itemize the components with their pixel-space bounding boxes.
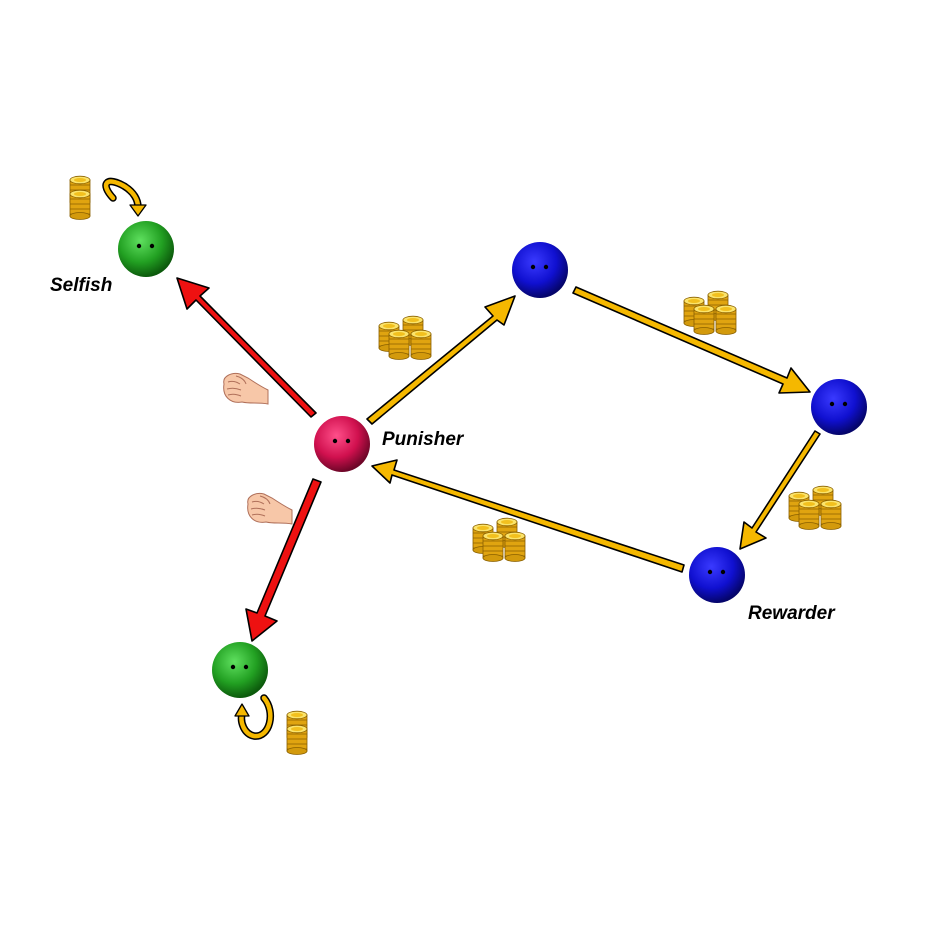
reward-arrow-rewarder-to-punisher xyxy=(371,459,685,573)
rewarder-label: Rewarder xyxy=(748,603,835,624)
coin-stack-icon xyxy=(286,710,308,755)
punisher-agent xyxy=(314,416,370,472)
coin-stack-icon xyxy=(379,316,431,359)
reward-arrow-blue1-to-blue2 xyxy=(572,286,811,394)
eye-icon xyxy=(149,243,155,249)
self-loop-arrow-icon xyxy=(234,694,275,740)
eye-icon xyxy=(720,569,726,575)
rewarder-agent xyxy=(689,547,745,603)
eye-icon xyxy=(543,264,549,270)
eye-icon xyxy=(243,664,249,670)
eye-icon xyxy=(842,401,848,407)
punish-arrow-to-selfish-bottom xyxy=(245,478,322,642)
selfish-agent-top xyxy=(118,221,174,277)
eye-icon xyxy=(230,664,236,670)
selfish-agent-bottom xyxy=(212,642,268,698)
eye-icon xyxy=(136,243,142,249)
eye-icon xyxy=(332,438,338,444)
eye-icon xyxy=(707,569,713,575)
fist-icon xyxy=(223,372,269,405)
cooperator-agent-right xyxy=(811,379,867,435)
reward-arrow-blue2-to-rewarder xyxy=(739,430,821,550)
eye-icon xyxy=(530,264,536,270)
self-loop-arrow-icon xyxy=(102,177,147,217)
coin-stack-icon xyxy=(684,291,736,334)
fist-icon xyxy=(247,492,293,525)
coin-stack-icon xyxy=(69,175,91,220)
eye-icon xyxy=(829,401,835,407)
cooperator-agent-top xyxy=(512,242,568,298)
eye-icon xyxy=(345,438,351,444)
punish-arrow-to-selfish-top xyxy=(176,277,317,418)
selfish-label: Selfish xyxy=(50,275,113,296)
reward-arrow-punisher-to-blue1 xyxy=(366,295,516,425)
coin-stack-icon xyxy=(473,518,525,561)
punisher-label: Punisher xyxy=(382,429,464,450)
coin-stack-icon xyxy=(789,486,841,529)
